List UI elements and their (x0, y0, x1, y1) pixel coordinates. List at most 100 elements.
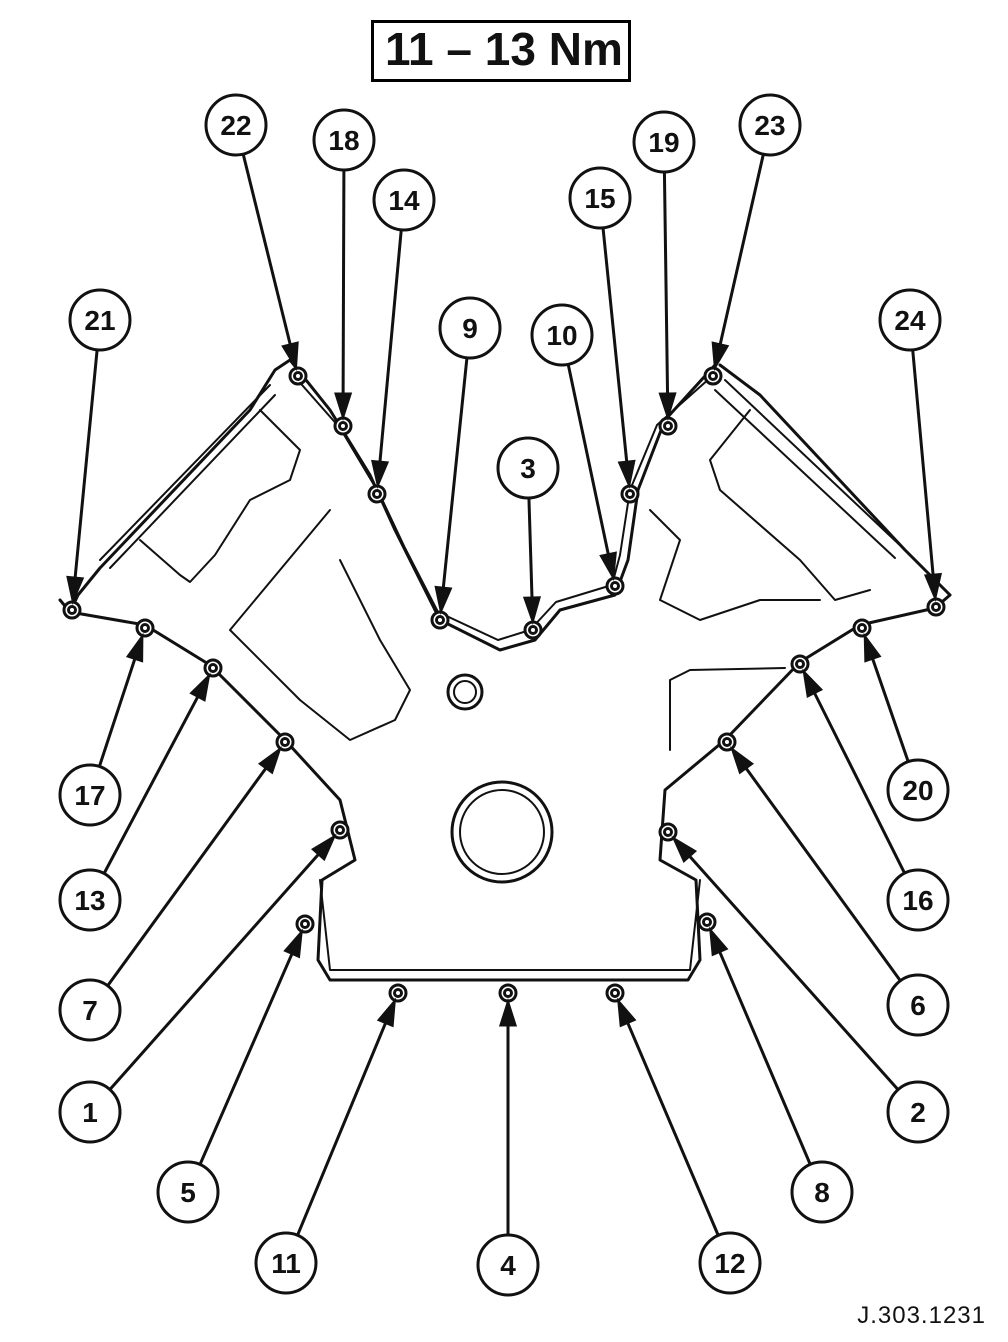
callout-circle-4 (476, 1233, 540, 1297)
callout-circle-1 (58, 1080, 122, 1144)
callout-10: 10 (530, 303, 594, 367)
leader-line-8 (718, 950, 812, 1165)
callout-circle-19 (632, 110, 696, 174)
bolt-center-10 (610, 581, 620, 591)
arrowhead-7 (257, 746, 283, 775)
callout-5: 5 (156, 1160, 220, 1224)
callout-circle-22 (204, 93, 268, 157)
bolt-center-13 (208, 663, 218, 673)
callout-circle-6 (886, 973, 950, 1037)
callout-14: 14 (372, 168, 436, 232)
callout-13: 13 (58, 868, 122, 932)
callout-number-23: 23 (754, 110, 785, 141)
arrowhead-18 (334, 392, 353, 421)
arrowhead-8 (708, 926, 729, 957)
callout-24: 24 (878, 288, 942, 352)
leader-line-3 (527, 497, 534, 599)
callout-number-4: 4 (500, 1250, 516, 1281)
callout-circle-20 (886, 758, 950, 822)
callout-20: 20 (886, 758, 950, 822)
arrowhead-20 (863, 632, 882, 663)
leader-line-7 (106, 766, 268, 987)
callout-circle-2 (886, 1080, 950, 1144)
callout-number-22: 22 (220, 110, 251, 141)
callout-number-13: 13 (74, 885, 105, 916)
bolt-center-6 (722, 737, 732, 747)
callout-number-16: 16 (902, 885, 933, 916)
callout-18: 18 (312, 108, 376, 172)
leader-line-17 (97, 657, 137, 767)
callout-number-10: 10 (546, 320, 577, 351)
callout-circle-8 (790, 1160, 854, 1224)
callout-number-18: 18 (328, 125, 359, 156)
callout-1: 1 (58, 1080, 122, 1144)
leader-line-22 (241, 153, 292, 346)
leader-line-14 (378, 229, 403, 463)
arrowhead-1 (311, 833, 337, 862)
torque-spec-label: 11 – 13 Nm (385, 23, 623, 75)
callout-4: 4 (476, 1233, 540, 1297)
arrowhead-14 (371, 459, 390, 489)
callout-number-3: 3 (520, 453, 536, 484)
callout-15: 15 (568, 166, 632, 230)
callout-circle-11 (254, 1231, 318, 1295)
leader-line-12 (626, 1021, 720, 1236)
leader-line-20 (871, 657, 910, 763)
leader-line-18 (341, 169, 346, 395)
figure-reference: J.303.1231 (857, 1302, 986, 1329)
bolt-center-14 (372, 489, 382, 499)
arrowhead-4 (498, 998, 518, 1027)
bolt-center-19 (663, 421, 673, 431)
callout-circle-15 (568, 166, 632, 230)
bolt-center-15 (625, 489, 635, 499)
callout-9: 9 (438, 296, 502, 360)
leader-line-1 (108, 852, 320, 1091)
arrowhead-22 (281, 341, 299, 372)
bolt-center-17 (140, 623, 150, 633)
callout-22: 22 (204, 93, 268, 157)
callout-circle-5 (156, 1160, 220, 1224)
leader-line-6 (744, 767, 902, 982)
callout-number-6: 6 (910, 990, 926, 1021)
leader-line-23 (718, 153, 765, 346)
arrowhead-23 (711, 341, 730, 372)
callout-6: 6 (886, 973, 950, 1037)
callout-number-7: 7 (82, 995, 98, 1026)
callout-circle-3 (496, 436, 560, 500)
arrowhead-6 (729, 746, 755, 775)
callout-8: 8 (790, 1160, 854, 1224)
arrowhead-13 (189, 672, 211, 702)
leader-line-11 (296, 1021, 388, 1236)
arrowhead-15 (617, 459, 636, 489)
leader-line-5 (198, 952, 294, 1166)
leader-line-9 (441, 357, 469, 589)
callout-19: 19 (632, 110, 696, 174)
bolt-center-9 (435, 615, 445, 625)
callout-circle-18 (312, 108, 376, 172)
callout-number-1: 1 (82, 1097, 98, 1128)
arrowhead-16 (802, 668, 824, 699)
callout-number-11: 11 (271, 1248, 301, 1279)
bolt-center-18 (338, 421, 348, 431)
arrowhead-11 (376, 997, 397, 1028)
bolt-center-4 (503, 988, 513, 998)
callout-17: 17 (58, 763, 122, 827)
callout-circle-16 (886, 868, 950, 932)
bolt-center-8 (702, 917, 712, 927)
leader-line-10 (566, 364, 610, 556)
bolt-center-16 (795, 659, 805, 669)
callout-number-5: 5 (180, 1177, 196, 1208)
callout-12: 12 (698, 1231, 762, 1295)
callout-circle-24 (878, 288, 942, 352)
bolt-center-22 (293, 371, 303, 381)
arrowhead-10 (599, 551, 617, 582)
callout-number-20: 20 (902, 775, 933, 806)
bolt-center-1 (335, 825, 345, 835)
callout-number-24: 24 (894, 305, 926, 336)
callout-3: 3 (496, 436, 560, 500)
arrowhead-19 (658, 392, 677, 421)
callout-circle-12 (698, 1231, 762, 1295)
bolt-center-5 (300, 919, 310, 929)
